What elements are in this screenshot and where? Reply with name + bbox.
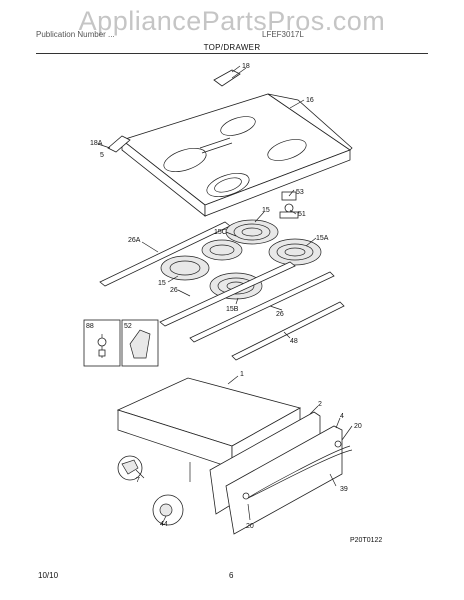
part-39-handle (247, 445, 353, 499)
watermark: AppliancePartsPros.com (78, 6, 386, 36)
diagram-code: P20T0122 (350, 537, 382, 544)
leader-lines (97, 65, 353, 525)
callout-44: 44 (160, 521, 168, 528)
callout-26-right: 26 (276, 311, 284, 318)
inset-52-label: 52 (124, 323, 132, 330)
callout-16: 16 (306, 97, 314, 104)
part-48-trim (231, 301, 345, 361)
callout-7: 7 (136, 477, 140, 484)
inset-88-label: 88 (86, 323, 94, 330)
callout-48: 48 (290, 338, 298, 345)
model-number: LFEF3017L (262, 30, 304, 39)
page-number: 6 (229, 571, 234, 580)
part-18-clip (213, 67, 247, 87)
publication-number: Publication Number ... (36, 30, 115, 39)
callout-20-bottom: 20 (246, 523, 254, 530)
callout-51: 51 (298, 211, 306, 218)
header-rule (36, 53, 428, 54)
callout-26a: 26A (128, 237, 141, 244)
part-44-foot (152, 494, 184, 526)
callout-20-right: 20 (354, 423, 362, 430)
callout-15-left: 15 (158, 280, 166, 287)
callout-26-left: 26 (170, 287, 178, 294)
part-18a-bracket (107, 135, 131, 153)
section-title: TOP/DRAWER (203, 43, 261, 52)
part-16-cooktop (121, 93, 353, 217)
callout-15a: 15A (316, 235, 329, 242)
callout-5: 5 (100, 152, 104, 159)
inset-88 (83, 319, 121, 367)
heating-elements (160, 219, 322, 300)
callout-39: 39 (340, 486, 348, 493)
part-7-glide (117, 455, 143, 481)
footer-date: 10/10 (38, 571, 59, 580)
part-26-rails (159, 261, 335, 343)
callout-2: 2 (318, 401, 322, 408)
callout-15c: 15C (214, 229, 227, 236)
inset-52 (121, 319, 159, 367)
callout-15-top: 15 (262, 207, 270, 214)
callout-18: 18 (242, 63, 250, 70)
callout-4: 4 (340, 413, 344, 420)
callout-15b: 15B (226, 306, 239, 313)
callout-18a: 18A (90, 140, 103, 147)
callout-1: 1 (240, 371, 244, 378)
callout-53: 53 (296, 189, 304, 196)
